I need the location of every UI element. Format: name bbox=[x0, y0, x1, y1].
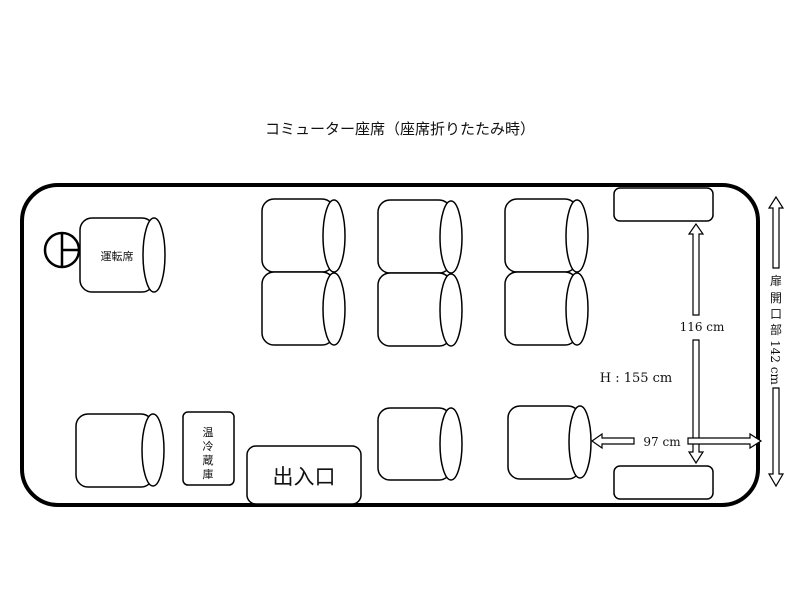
cooler-label-3: 蔵 bbox=[203, 454, 214, 467]
seat-bottom-middle bbox=[377, 407, 463, 481]
door-label-3: 口 bbox=[770, 307, 782, 321]
driver-seat: 運転席 bbox=[79, 217, 166, 293]
seat-row-1 bbox=[261, 198, 346, 346]
door-label-1: 扉 bbox=[770, 274, 782, 288]
vehicle-body bbox=[20, 183, 760, 507]
door-label-2: 開 bbox=[770, 291, 782, 305]
cooler-label-4: 庫 bbox=[203, 467, 214, 481]
driver-seat-label: 運転席 bbox=[101, 249, 134, 263]
seat-bottom-right bbox=[507, 405, 592, 480]
height-label: H : 155 cm bbox=[600, 371, 673, 386]
cooler-box: 温 冷 蔵 庫 bbox=[182, 411, 235, 486]
entrance: 出入口 bbox=[246, 445, 362, 505]
width-arrow bbox=[590, 432, 763, 450]
seat-row-3 bbox=[504, 198, 589, 346]
rear-wheel-housing-top bbox=[613, 187, 714, 222]
door-label-measure: 142 cm bbox=[768, 340, 782, 385]
length-label: 116 cm bbox=[680, 320, 725, 334]
door-label-4: 部 bbox=[770, 322, 782, 337]
diagram-title: コミューター座席（座席折りたたみ時） bbox=[265, 120, 535, 138]
door-opening-arrow bbox=[767, 195, 785, 488]
rear-wheel-housing-bottom bbox=[613, 465, 714, 500]
seat-row-2 bbox=[377, 199, 463, 347]
width-label: 97 cm bbox=[643, 435, 681, 449]
door-opening-label: 扉 開 口 部 142 cm bbox=[768, 274, 782, 385]
length-arrow bbox=[687, 222, 705, 465]
entrance-label: 出入口 bbox=[273, 465, 336, 489]
cooler-label-2: 冷 bbox=[203, 440, 214, 453]
steering-wheel-icon bbox=[43, 231, 81, 269]
cooler-label-1: 温 bbox=[203, 426, 214, 439]
seat-bottom-left bbox=[75, 413, 165, 488]
